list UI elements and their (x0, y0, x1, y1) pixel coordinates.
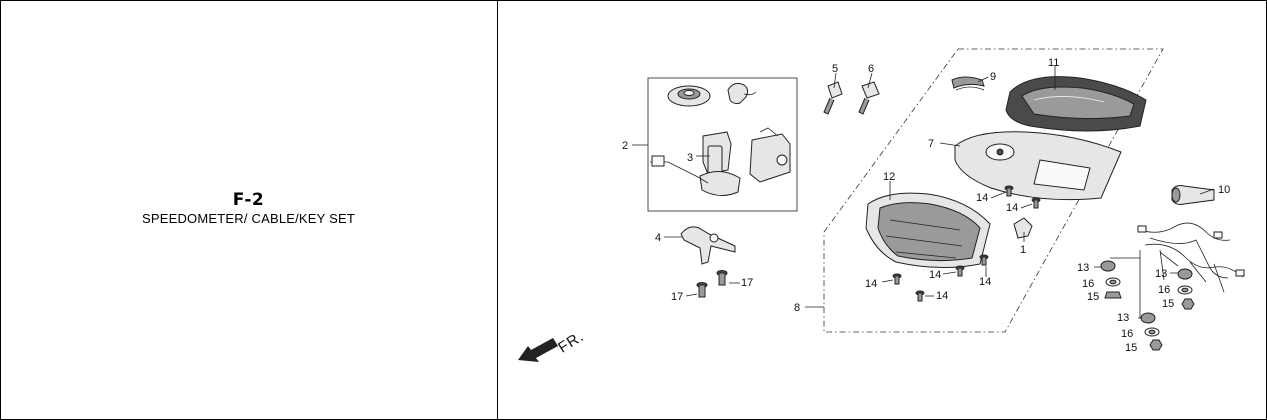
callout-8: 8 (794, 302, 800, 314)
callout-13-a: 13 (1077, 262, 1089, 274)
callout-numbers: 2 3 4 5 6 7 8 9 11 12 1 10 14 14 14 14 1… (622, 57, 1230, 354)
front-direction-arrow (518, 338, 558, 362)
callout-6: 6 (868, 63, 874, 75)
wire-harness (1137, 222, 1245, 293)
callout-14-e: 14 (979, 276, 991, 288)
callout-3: 3 (687, 152, 693, 164)
screw-14-f (915, 290, 925, 302)
callout-16-a: 16 (1082, 278, 1094, 290)
stack-upper-left (1100, 260, 1122, 299)
bulb-socket (1013, 217, 1033, 239)
meter-panel (954, 131, 1122, 201)
callout-14-d: 14 (929, 269, 941, 281)
callout-15-a: 15 (1087, 291, 1099, 303)
key-switch-body (650, 131, 741, 196)
callout-16-b: 16 (1158, 284, 1170, 296)
panel-divider (497, 0, 498, 420)
callout-4: 4 (655, 232, 661, 244)
switch-cover-cap (667, 85, 711, 107)
callout-5: 5 (832, 63, 838, 75)
callout-17-a: 17 (741, 277, 753, 289)
callout-14-b: 14 (1006, 202, 1018, 214)
front-direction-label: FR. (555, 328, 587, 357)
screw-14-a (1004, 185, 1014, 197)
callout-14-c: 14 (865, 278, 877, 290)
grommet (1171, 185, 1215, 205)
callout-2: 2 (622, 140, 628, 152)
ignition-switch-group (647, 77, 798, 212)
exploded-parts-diagram: FR. 2 3 4 5 6 7 8 9 (518, 48, 1245, 362)
callout-14-f: 14 (936, 290, 948, 302)
stack-lower (1140, 312, 1163, 351)
screw-14-e (979, 254, 989, 266)
lock-cylinder (727, 82, 757, 105)
screw-17-left (696, 282, 708, 298)
section-title: SPEEDOMETER/ CABLE/KEY SET (141, 211, 356, 226)
callout-9: 9 (990, 71, 996, 83)
callout-16-c: 16 (1121, 328, 1133, 340)
meter-cover (1005, 76, 1147, 132)
callout-15-b: 15 (1162, 298, 1174, 310)
screw-14-c (892, 273, 902, 285)
callout-1: 1 (1020, 244, 1026, 256)
leader-lines (632, 66, 1215, 319)
callout-15-c: 15 (1125, 342, 1137, 354)
seat-lock-bracket (749, 127, 791, 183)
meter-gasket (951, 76, 985, 91)
stack-upper-right (1177, 268, 1195, 310)
section-title-block: F-2 SPEEDOMETER/ CABLE/KEY SET (0, 190, 497, 226)
key-bracket (680, 226, 736, 265)
callout-12: 12 (883, 171, 895, 183)
screw-14-d (955, 265, 965, 277)
callout-10: 10 (1218, 184, 1230, 196)
callout-17-b: 17 (671, 291, 683, 303)
screw-17-right (716, 270, 728, 286)
key-6 (858, 81, 880, 115)
section-code: F-2 (232, 190, 265, 210)
callout-11: 11 (1048, 57, 1059, 69)
callout-13-c: 13 (1117, 312, 1129, 324)
ignition-set-box (647, 77, 798, 212)
callout-14-a: 14 (976, 192, 988, 204)
callout-7: 7 (928, 138, 934, 150)
screw-14-b (1031, 197, 1041, 209)
key-5 (823, 81, 843, 115)
meter-case (865, 192, 991, 269)
callout-13-b: 13 (1155, 268, 1167, 280)
